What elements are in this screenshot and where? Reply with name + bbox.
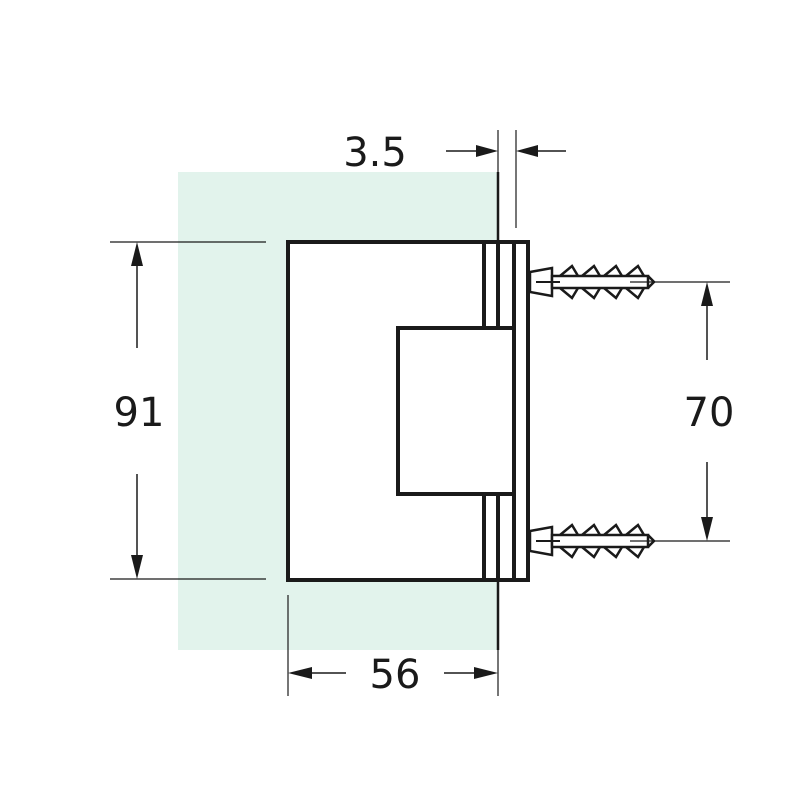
hinge-knuckle-block [396, 326, 516, 496]
height-label: 91 [114, 390, 165, 436]
anchor-spacing-label: 70 [684, 390, 735, 436]
width-label: 56 [370, 652, 421, 698]
thickness-label: 3.5 [343, 130, 407, 176]
dimension-thickness: 3.5 [343, 130, 566, 228]
dimension-width: 56 [287, 595, 499, 698]
dimension-height: 91 [110, 241, 266, 580]
wall-mount-plate [512, 240, 530, 582]
dimension-anchor-spacing: 70 [630, 281, 735, 542]
